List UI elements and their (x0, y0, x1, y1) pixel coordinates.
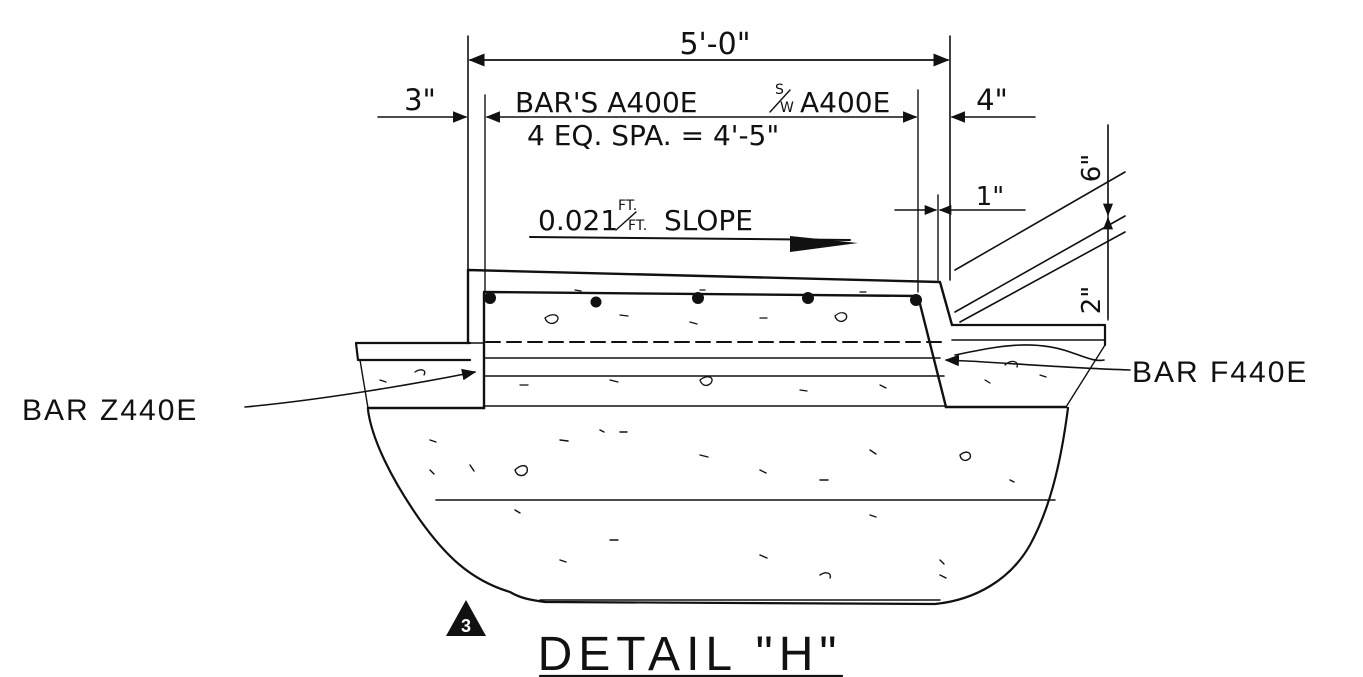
rebar-dot (802, 292, 814, 304)
detail-marker: 3 (446, 600, 486, 636)
dim-overall-width: 5'-0" (679, 27, 750, 62)
rebar-dot (910, 294, 922, 306)
dimension-lines (377, 53, 1114, 319)
bar-note-sw-bottom: W (780, 100, 794, 116)
dim-left-offset: 3" (404, 83, 436, 117)
slope-word: SLOPE (664, 204, 753, 237)
detail-title: DETAIL "H" (538, 628, 843, 677)
bar-note-main: BAR'S A400E (515, 86, 697, 119)
left-slab (354, 341, 486, 410)
right-slab (379, 323, 1107, 409)
dim-rise-upper: 6" (1077, 154, 1107, 183)
text-labels: 5'-0" 3" 4" BAR'S A400E S W A400E 4 EQ. … (22, 27, 1308, 677)
dim-joint-gap: 1" (976, 182, 1005, 212)
leader-lines (244, 354, 1131, 408)
bar-note-sw-top: S (775, 82, 784, 98)
dim-right-offset: 4" (976, 83, 1008, 117)
rebar-dots (484, 292, 922, 308)
slope-unit-bottom: FT. (628, 218, 647, 234)
rebar-dot (484, 292, 496, 304)
callout-left-bar: BAR Z440E (22, 394, 198, 427)
curb-block (466, 268, 954, 410)
dim-rise-lower: 2" (1077, 286, 1107, 315)
slope-value: 0.021 (538, 204, 618, 237)
detail-marker-number: 3 (461, 616, 471, 636)
bar-note-second: A400E (800, 86, 890, 119)
rebar-dot (692, 292, 704, 304)
rebar-dot (590, 296, 602, 308)
approach-lines (954, 171, 1126, 323)
callout-right-bar: BAR F440E (1132, 356, 1308, 389)
slope-unit-top: FT. (618, 198, 637, 214)
spacing-note: 4 EQ. SPA. = 4'-5" (527, 119, 779, 152)
slope-arrow (529, 236, 858, 252)
ground-mass (366, 406, 1070, 606)
